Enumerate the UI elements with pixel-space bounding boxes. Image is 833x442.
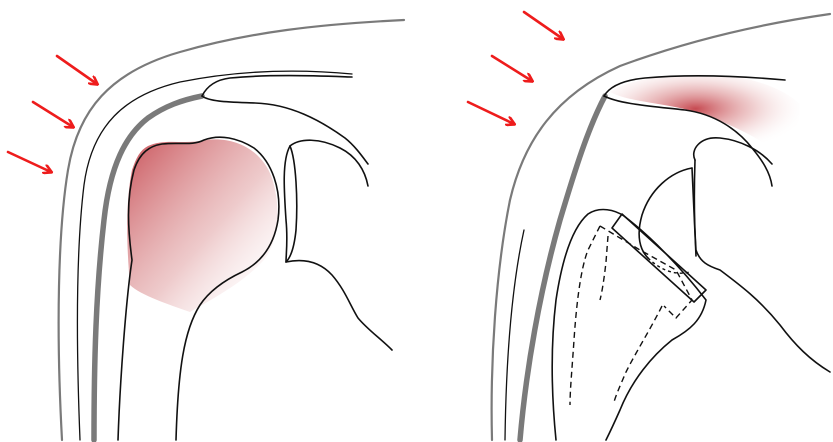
left-panel — [8, 20, 404, 440]
arrow-icon — [33, 102, 73, 127]
scapula-outline — [284, 146, 392, 350]
stem-dashed-inner — [600, 236, 608, 300]
glenosphere-outline — [639, 168, 692, 258]
acromion-outline — [202, 76, 352, 96]
stem-dashed — [570, 226, 600, 405]
liner-outline — [612, 214, 706, 302]
arrow-icon — [8, 152, 51, 172]
coracoid-outline — [290, 140, 368, 186]
right-panel — [468, 12, 830, 440]
arrow-icon — [524, 12, 563, 39]
stem-dashed-lower — [614, 306, 662, 402]
acromion-highlight — [610, 75, 800, 150]
humeral-head-highlight — [127, 139, 277, 312]
pressure-arrows-left — [8, 56, 97, 172]
pressure-arrows-right — [468, 12, 563, 124]
arrow-icon — [468, 102, 514, 124]
arrow-icon — [57, 56, 97, 84]
glenoid-outline-right — [694, 160, 830, 372]
glenoid-outline — [286, 146, 297, 262]
arrow-icon — [492, 56, 532, 81]
stem-dashed-top — [600, 226, 692, 318]
